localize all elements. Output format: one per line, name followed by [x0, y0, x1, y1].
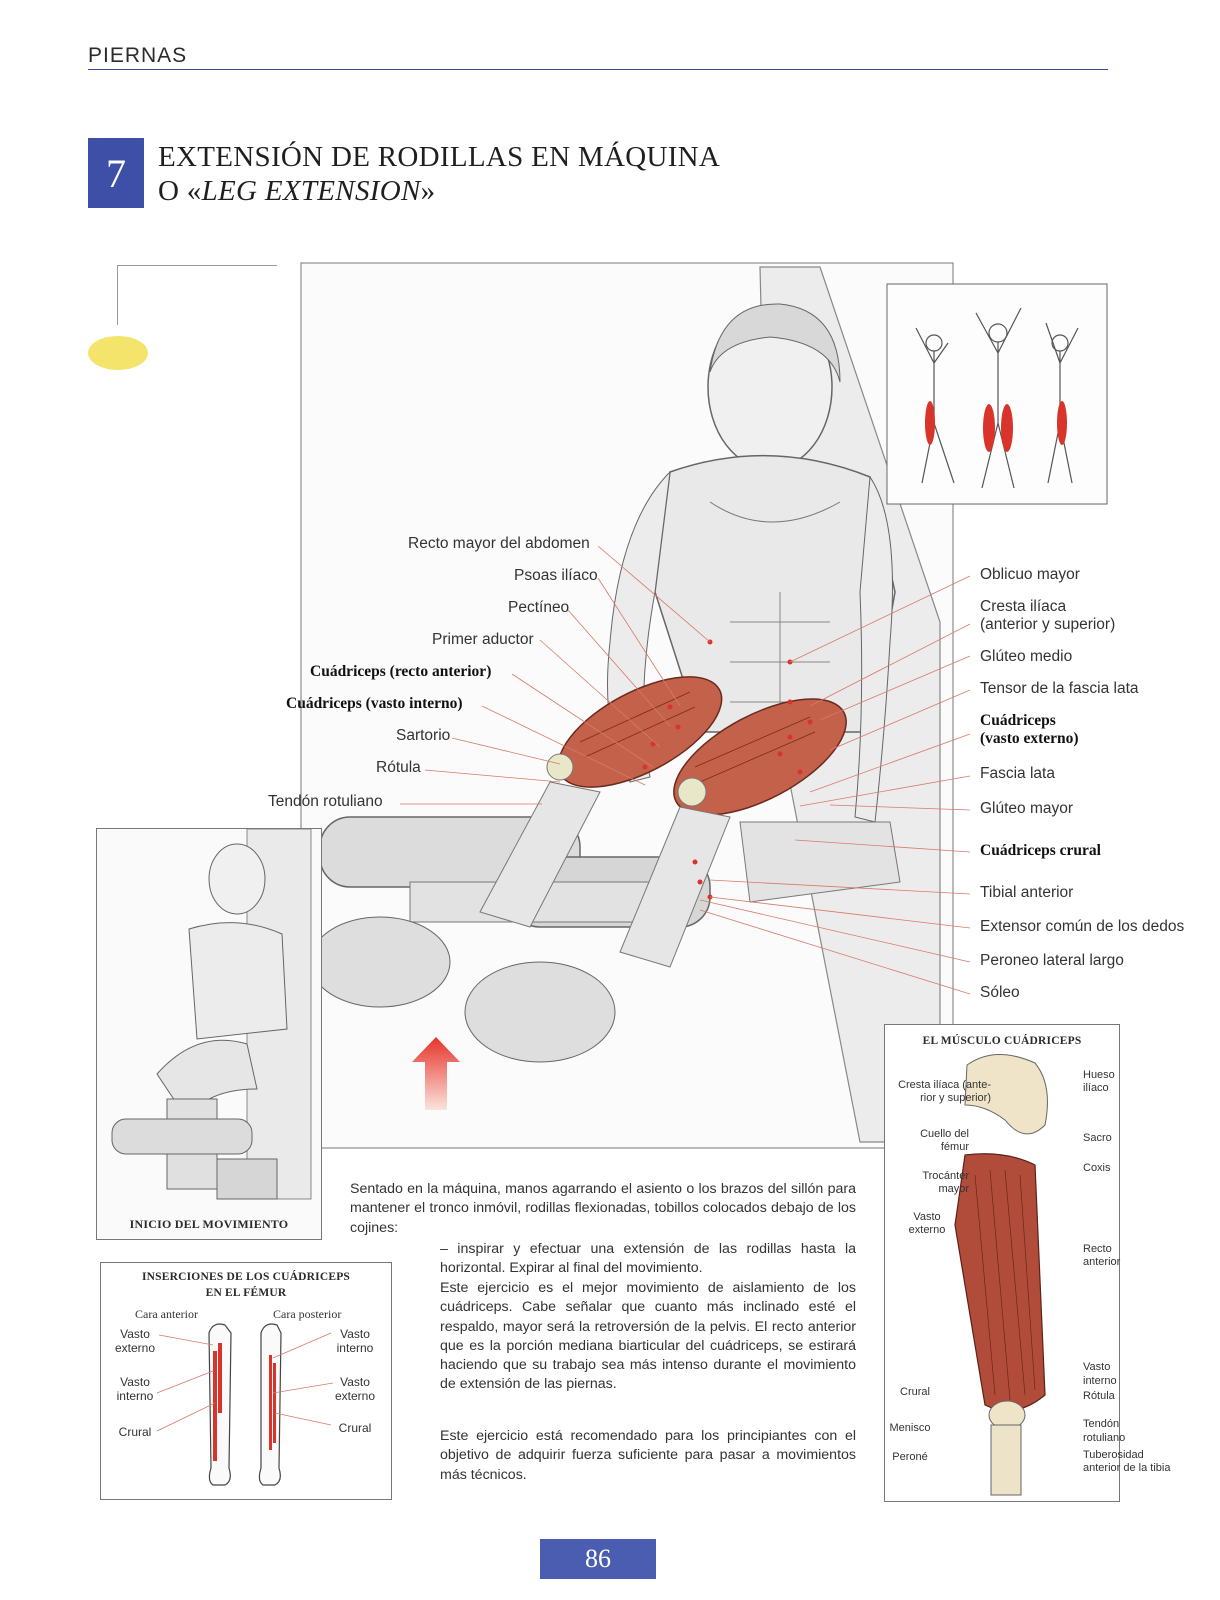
quad-label-vasto-externo-2: externo [908, 1224, 946, 1236]
label-primer-aductor: Primer aductor [432, 631, 534, 648]
label-recto-mayor-abdomen: Recto mayor del abdomen [408, 535, 590, 552]
label-cresta-iliaca-sub: (anterior y superior) [980, 616, 1116, 633]
main-illustration [300, 262, 954, 1149]
label-gluteo-medio: Glúteo medio [980, 648, 1073, 665]
posterior-label-vasto-externo: Vasto externo [334, 1375, 376, 1403]
label-cuadriceps-vasto-interno: Cuádriceps (vasto interno) [286, 695, 463, 712]
label-cuadriceps-vasto-externo-sub: (vasto externo) [980, 730, 1079, 747]
posterior-label-crural: Crural [338, 1421, 372, 1435]
insertions-title-2: EN EL FÉMUR [205, 1287, 287, 1299]
quad-label-trocanter-1: Trocánter [922, 1170, 969, 1182]
label-sartorio: Sartorio [396, 727, 451, 744]
muscle-location-thumbnail [886, 283, 1108, 505]
posterior-label-vasto-interno: Vasto interno [336, 1327, 374, 1355]
quad-label-coxis: Coxis [1083, 1162, 1111, 1174]
label-psoas-iliaco: Psoas ilíaco [514, 567, 598, 584]
decorative-rule-vertical [117, 265, 118, 325]
quad-label-menisco: Menisco [889, 1422, 931, 1434]
anterior-label-vasto-externo: Vasto externo [114, 1327, 156, 1355]
col-anterior: Cara anterior [135, 1307, 198, 1321]
quad-label-tuberosidad-2: anterior de la tibia [1083, 1462, 1171, 1474]
label-oblicuo-mayor: Oblicuo mayor [980, 566, 1080, 583]
body-paragraph-3: Este ejercicio es el mejor movimiento de… [440, 1280, 856, 1393]
label-cuadriceps-crural: Cuádriceps crural [980, 842, 1101, 859]
quad-label-recto-anterior-1: Recto [1083, 1243, 1112, 1255]
label-pectineo: Pectíneo [508, 599, 570, 616]
quad-label-sacro: Sacro [1083, 1132, 1112, 1144]
quad-label-cresta-iliaca-1: Cresta ilíaca (ante- [898, 1079, 991, 1091]
col-posterior: Cara posterior [273, 1307, 342, 1321]
quadriceps-box: EL MÚSCULO CUÁDRICEPS Cresta ilíaca (ant… [884, 1024, 1170, 1502]
body-paragraph-2: – inspirar y efectuar una extensión de l… [440, 1241, 856, 1277]
label-extensor-comun: Extensor común de los dedos [980, 918, 1185, 935]
insertions-title-1: INSERCIONES DE LOS CUÁDRICEPS [141, 1271, 351, 1283]
quad-label-recto-anterior-2: anterior [1083, 1256, 1121, 1268]
yellow-dot-decoration [88, 336, 148, 370]
label-soleo: Sóleo [980, 984, 1020, 1001]
label-fascia-lata: Fascia lata [980, 765, 1055, 782]
anterior-label-crural: Crural [118, 1425, 152, 1439]
label-tendon-rotuliano: Tendón rotuliano [268, 793, 383, 810]
label-rotula: Rótula [376, 759, 421, 776]
title-italic: LEG EXTENSION [201, 175, 421, 207]
quad-label-tendon-rotuliano: Tendón rotuliano [1083, 1418, 1126, 1444]
body-paragraph-1: Sentado en la máquina, manos agarrando e… [350, 1181, 856, 1236]
start-movement-drawing [111, 829, 312, 1200]
exercise-title: EXTENSIÓN DE RODILLAS EN MÁQUINA O «LEG … [158, 140, 720, 208]
label-tibial-anterior: Tibial anterior [980, 884, 1074, 901]
label-cuadriceps-recto-anterior: Cuádriceps (recto anterior) [310, 663, 492, 680]
section-label: PIERNAS [88, 44, 188, 67]
header-rule [88, 69, 1108, 70]
label-gluteo-mayor: Glúteo mayor [980, 800, 1074, 817]
quad-label-vasto-interno: Vasto interno [1083, 1361, 1117, 1387]
insertions-box: INSERCIONES DE LOS CUÁDRICEPS EN EL FÉMU… [100, 1262, 392, 1500]
title-line-2: O «LEG EXTENSION» [158, 175, 436, 207]
quadriceps-title: EL MÚSCULO CUÁDRICEPS [922, 1035, 1082, 1047]
femur-drawings [156, 1323, 334, 1486]
quad-label-rotula: Rótula [1083, 1390, 1115, 1402]
label-cresta-iliaca: Cresta ilíaca [980, 598, 1067, 615]
quadriceps-drawing [954, 1054, 1048, 1496]
quad-label-vasto-externo-1: Vasto [913, 1211, 941, 1223]
body-paragraph-4: Este ejercicio está recomendado para los… [440, 1428, 856, 1483]
quad-label-tuberosidad-1: Tuberosidad [1083, 1449, 1144, 1461]
exercise-number: 7 [88, 138, 144, 208]
label-peroneo-lateral-largo: Peroneo lateral largo [980, 952, 1124, 969]
label-cuadriceps-vasto-externo: Cuádriceps [980, 712, 1056, 729]
quad-label-cuello-femur-2: fémur [940, 1141, 969, 1153]
title-line-1: EXTENSIÓN DE RODILLAS EN MÁQUINA [158, 141, 721, 173]
quad-label-hueso-iliaco-1: Hueso [1083, 1069, 1115, 1081]
quad-label-hueso-iliaco-2: ilíaco [1083, 1082, 1109, 1094]
page-number: 86 [540, 1539, 656, 1579]
quad-label-cuello-femur-1: Cuello del [920, 1128, 969, 1140]
quad-label-trocanter-2: mayor [938, 1183, 969, 1195]
quad-label-cresta-iliaca-2: rior y superior) [920, 1092, 991, 1104]
quad-label-perone: Peroné [892, 1451, 928, 1463]
quad-label-crural: Crural [900, 1386, 930, 1398]
start-movement-figure: INICIO DEL MOVIMIENTO [96, 828, 322, 1240]
start-movement-caption: INICIO DEL MOVIMIENTO [129, 1217, 289, 1231]
decorative-rule-horizontal [117, 265, 277, 266]
label-tensor-fascia-lata: Tensor de la fascia lata [980, 680, 1139, 697]
anterior-label-vasto-interno: Vasto interno [116, 1375, 154, 1403]
